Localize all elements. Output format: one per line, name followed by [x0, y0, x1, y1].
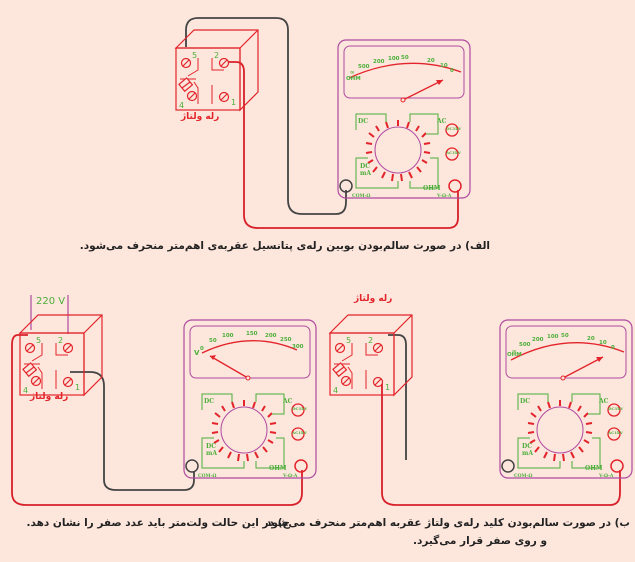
svg-text:DC1kV: DC1kV [608, 406, 624, 411]
svg-text:V-Ω-A: V-Ω-A [282, 473, 298, 479]
svg-text:DC: DC [520, 398, 530, 405]
caption-alef: الف) در صورت سالم‌بودن بوبین رله‌ی پتانس… [79, 240, 490, 252]
svg-text:50: 50 [561, 333, 569, 339]
svg-text:100: 100 [222, 333, 234, 339]
svg-text:DC: DC [522, 443, 532, 450]
supply-voltage-label: 220 V [36, 296, 66, 307]
needle-jim [209, 355, 249, 379]
svg-text:AC: AC [282, 398, 293, 405]
svg-text:mA: mA [206, 450, 217, 457]
svg-text:AC: AC [436, 118, 447, 125]
svg-text:50: 50 [209, 338, 217, 344]
svg-text:20: 20 [427, 58, 435, 64]
svg-text:OHM: OHM [585, 465, 603, 472]
relay-label-be: رله ولتاژ [354, 294, 393, 304]
svg-text:500: 500 [519, 342, 531, 348]
svg-text:10: 10 [599, 340, 607, 346]
svg-text:AC1kV: AC1kV [445, 150, 462, 155]
svg-text:100: 100 [547, 334, 559, 340]
scale-arc-jim [201, 340, 298, 354]
svg-text:DC: DC [204, 398, 214, 405]
svg-text:250: 250 [280, 337, 292, 343]
wire-alef-red [224, 61, 459, 229]
svg-text:COM-Ω: COM-Ω [514, 473, 532, 479]
svg-text:200: 200 [373, 59, 385, 65]
svg-text:DC1kV: DC1kV [446, 126, 462, 131]
svg-text:200: 200 [265, 333, 277, 339]
svg-text:mA: mA [522, 450, 533, 457]
svg-text:10: 10 [440, 63, 448, 69]
svg-text:OHM: OHM [346, 76, 361, 82]
relay-label-alef: رله ولتاژ [181, 112, 220, 122]
svg-text:0: 0 [611, 345, 615, 351]
svg-text:OHM: OHM [423, 185, 441, 192]
svg-text:COM-Ω: COM-Ω [198, 473, 216, 479]
svg-text:0: 0 [200, 346, 204, 352]
caption-be-line2: و روی صفر قرار می‌گیرد. [412, 535, 548, 547]
svg-text:100: 100 [388, 56, 400, 62]
svg-text:AC: AC [598, 398, 609, 405]
svg-text:DC: DC [360, 163, 370, 170]
svg-text:200: 200 [532, 337, 544, 343]
svg-text:∞: ∞ [350, 70, 355, 76]
relay-label-jim: رله ولتاژ [30, 392, 69, 402]
relay-be [329, 314, 413, 396]
relay-jim [19, 314, 103, 396]
needle-be [562, 356, 604, 379]
wire-alef-dark [185, 17, 347, 215]
relay-alef [175, 29, 259, 111]
svg-text:20: 20 [587, 336, 595, 342]
svg-text:50: 50 [401, 55, 409, 61]
scale-arc-alef [348, 62, 462, 79]
wire-be-dark [388, 334, 407, 460]
svg-text:DC1kV: DC1kV [292, 406, 308, 411]
svg-text:V-Ω-A: V-Ω-A [598, 473, 614, 479]
svg-text:COM-Ω: COM-Ω [352, 193, 370, 199]
scale-arc-be [510, 342, 625, 361]
wire-jim-dark [70, 371, 195, 491]
svg-text:150: 150 [246, 331, 258, 337]
needle-alef [402, 79, 444, 101]
svg-text:AC1kV: AC1kV [607, 430, 624, 435]
wire-be-red [381, 380, 621, 506]
svg-text:mA: mA [360, 170, 371, 177]
caption-jim: ج) در این حالت ولت‌متر باید عدد صفر را ن… [26, 517, 290, 529]
svg-text:DC: DC [206, 443, 216, 450]
caption-be-line1: ب) در صورت سالم‌بودن کلید رله‌ی ولتاژ عق… [266, 517, 630, 529]
svg-text:500: 500 [358, 64, 370, 70]
svg-text:AC1kV: AC1kV [291, 430, 308, 435]
svg-text:DC: DC [358, 118, 368, 125]
svg-text:V-Ω-A: V-Ω-A [436, 193, 452, 199]
wire-jim-red [11, 334, 303, 506]
svg-text:300: 300 [292, 344, 304, 350]
svg-text:OHM: OHM [507, 352, 522, 358]
svg-text:OHM: OHM [269, 465, 287, 472]
svg-text:∞: ∞ [512, 349, 517, 355]
svg-text:0: 0 [450, 68, 454, 74]
svg-text:V: V [194, 349, 200, 357]
